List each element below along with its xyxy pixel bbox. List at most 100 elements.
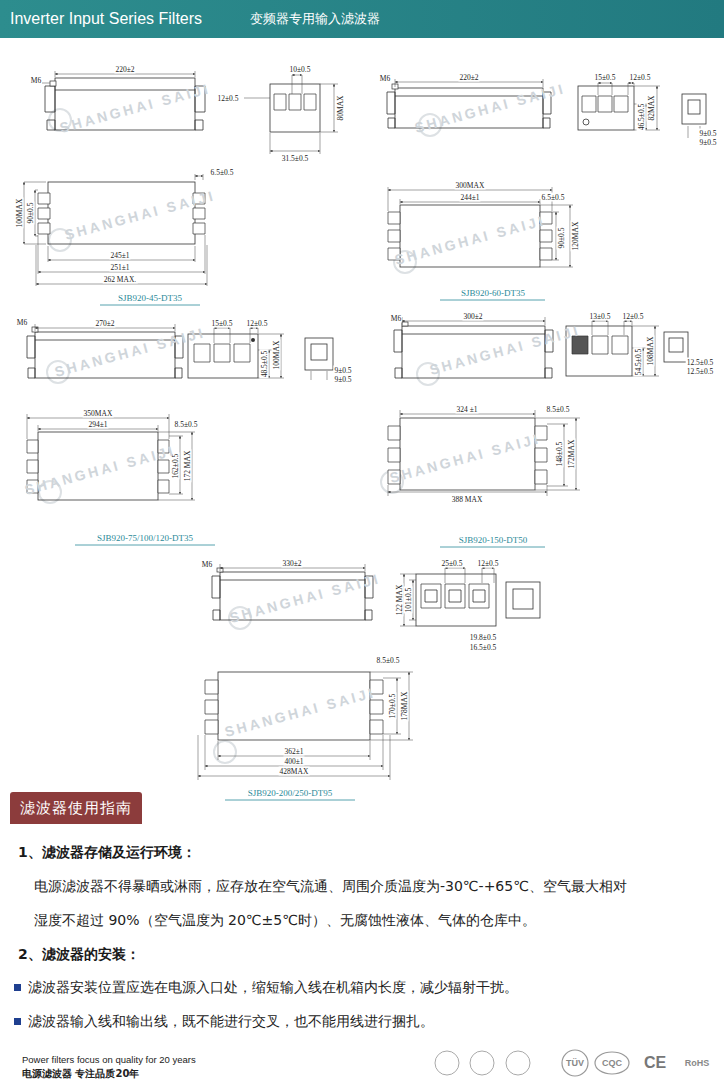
filter-drawing-200-250-part [421, 584, 489, 608]
dimension-label: 15±0.5 [594, 73, 617, 82]
filter-drawing-60-part [388, 187, 573, 267]
filter-drawing-75-120-part [214, 328, 284, 378]
filter-drawing-60-part [582, 96, 628, 112]
footer-slogan: Power filters focus on quality for 20 ye… [22, 1054, 196, 1065]
filter-drawing-150-part [402, 321, 545, 322]
filter-drawing-150 [388, 317, 688, 547]
watermark: SHANGHAI SAIJI [393, 212, 547, 268]
watermark: SHANGHAI SAIJI [58, 80, 212, 136]
filter-drawing-150-part [388, 410, 580, 496]
model-caption: SJB920-150-DT50 [459, 535, 528, 545]
filter-drawing-75-120-part [180, 436, 181, 494]
dimension-label: M6 [16, 318, 28, 327]
filter-drawing-60-part [583, 119, 589, 125]
dimension-label: 6.5±0.5 [541, 193, 566, 202]
filter-drawing-60-part [400, 202, 540, 203]
dimension-label: 220±2 [114, 65, 135, 74]
filter-drawing-45-part [274, 94, 316, 110]
filter-drawing-200-250-part [482, 568, 494, 569]
dimension-label: 294±1 [87, 420, 108, 429]
filter-drawing-200-250-part [220, 568, 365, 569]
filter-drawing-150-part [400, 414, 535, 415]
filter-drawing-200-250-part [416, 574, 496, 626]
dimension-label: 19.8±0.5 [469, 633, 498, 642]
dimension-label: 262 MAX. [103, 275, 138, 284]
filter-drawing-150-part [440, 547, 545, 548]
dimension-label: 270±2 [94, 319, 115, 328]
filter-drawing-75-120-part [281, 334, 282, 378]
cert-logo-text: CE [644, 1054, 666, 1072]
dimension-label: 8.5±0.5 [376, 656, 401, 665]
dimension-label: 330±2 [281, 559, 302, 568]
filter-drawing-60-part [440, 300, 545, 301]
cert-logo-part [562, 1050, 588, 1076]
watermark: SHANGHAI SAIJI [23, 442, 177, 498]
dimension-label: 16.5±0.5 [469, 643, 498, 652]
filter-drawing-150-part [664, 332, 688, 362]
filter-drawing-150-part [624, 321, 632, 322]
dimension-label: 428MAX [279, 767, 310, 776]
model-caption: SJB920-75/100/120-DT35 [97, 533, 193, 543]
dimension-label: 251±1 [109, 263, 130, 272]
filter-drawing-200-250-part [225, 800, 355, 801]
cert-logo-text: RoHS [685, 1058, 710, 1068]
cert-logo-text: CQC [602, 1058, 622, 1068]
filter-drawing-60-part [628, 83, 634, 84]
filter-drawing-75-120-part [38, 429, 158, 430]
filter-drawing-60 [387, 79, 706, 300]
watermark-logo [39, 109, 441, 763]
watermark: SHANGHAI SAIJI [223, 684, 377, 740]
body-paragraph: 电源滤波器不得暴晒或淋雨，应存放在空气流通、周围介质温度为-30℃-+65℃、空… [34, 869, 634, 937]
dimension-label: 8.5±0.5 [546, 405, 571, 414]
filter-drawing-200-250-part [397, 678, 398, 734]
dimension-label: 12±0.5 [246, 319, 269, 328]
watermark-logo-part [214, 741, 236, 763]
dimension-label: 80MAX [336, 94, 345, 121]
dimension-label: 170±0.5 [388, 693, 397, 720]
dimension-label: 148±0.5 [555, 441, 564, 468]
filter-drawing-200-250-part [445, 568, 465, 569]
filter-drawing-60-part [598, 83, 612, 84]
filter-drawing-75-120-part [250, 328, 258, 329]
filter-drawing-200-250-part [513, 589, 533, 609]
filter-drawing-75-120-part [214, 328, 230, 329]
dimension-label: 25±0.5 [441, 559, 464, 568]
filter-drawing-45-part [38, 272, 205, 273]
cert-logo-part [595, 1052, 629, 1074]
dimension-label: M6 [30, 76, 42, 85]
dimension-label: M6 [201, 560, 213, 569]
dimension-label: 100MAX [272, 340, 281, 371]
cert-logo-text: TÜV [566, 1058, 584, 1068]
filter-drawing-75-120-part [75, 545, 215, 546]
dimension-label: 350MAX [83, 409, 114, 418]
filter-drawing-200-250-part [506, 582, 540, 618]
filter-drawing-45-part [100, 305, 200, 306]
dimension-label: 245±1 [109, 251, 130, 260]
dimension-label: 12±0.5 [217, 94, 240, 103]
dimension-label: 300±2 [462, 312, 483, 321]
cert-logo-part [435, 1051, 459, 1075]
filter-drawing-45-part [270, 151, 320, 152]
dimension-label: 12.5±0.5 [686, 358, 715, 367]
dimension-label: 12±0.5 [622, 312, 645, 321]
filter-drawing-75-120-part [311, 344, 327, 360]
model-caption: SJB920-200/250-DT95 [248, 788, 333, 798]
watermark: SHANGHAI SAIJI [228, 570, 382, 626]
model-caption: SJB920-45-DT35 [118, 293, 182, 303]
bullet-mark-part [14, 984, 21, 991]
cert-logo-part [506, 1051, 530, 1075]
dimension-label: 12.5±0.5 [686, 367, 715, 376]
filter-drawing-75-120-part [269, 350, 270, 378]
dimension-label: M6 [379, 74, 391, 83]
dimension-label: 9±0.5 [698, 138, 717, 147]
filter-drawing-150-part [402, 322, 408, 326]
dimension-label: 15±0.5 [211, 319, 234, 328]
filter-drawing-45-part [36, 284, 207, 285]
filter-drawing-150-part [592, 321, 659, 376]
dimension-label: 90±0.5 [26, 202, 35, 225]
dimension-label: 54.5±0.5 [634, 348, 643, 377]
filter-drawing-75-120-part [27, 418, 169, 419]
filter-drawing-150-part [669, 338, 683, 352]
footer-slogan: 电源滤波器 专注品质20年 [22, 1067, 139, 1080]
